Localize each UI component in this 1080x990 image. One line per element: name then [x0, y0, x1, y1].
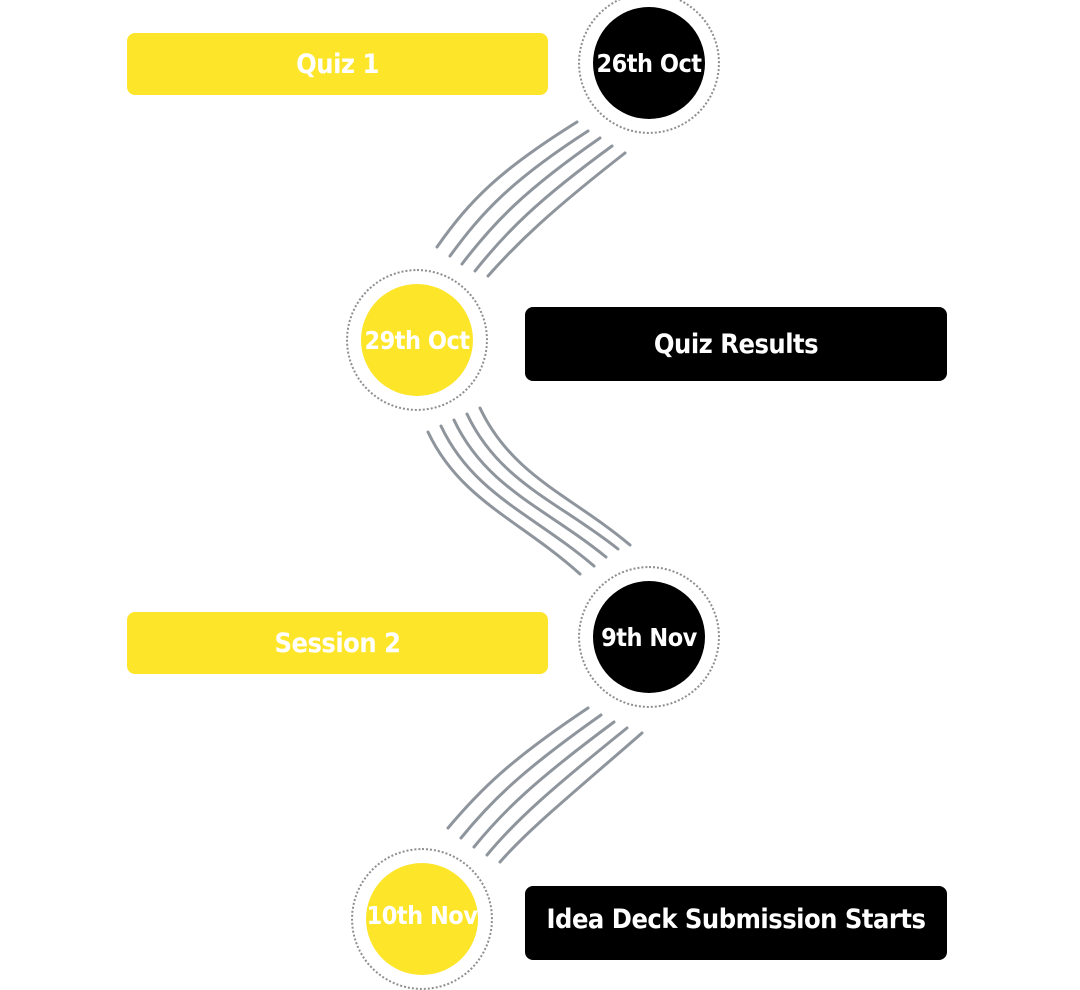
- timeline-connectors: [426, 120, 644, 864]
- date-disc: 10th Nov: [366, 863, 478, 975]
- date-node-4: 10th Nov: [351, 848, 493, 990]
- event-title: Session 2: [274, 627, 401, 659]
- date-node-1: 26th Oct: [578, 0, 720, 134]
- date-disc: 26th Oct: [593, 7, 705, 119]
- event-title: Quiz 1: [296, 48, 379, 80]
- event-date: 29th Oct: [364, 325, 470, 355]
- event-bar-idea-deck-submission: Idea Deck Submission Starts: [525, 886, 947, 960]
- event-bar-quiz-1: Quiz 1: [127, 33, 548, 95]
- date-node-2: 29th Oct: [346, 269, 488, 411]
- date-disc: 29th Oct: [361, 284, 473, 396]
- timeline: Quiz 1 26th Oct 29th Oct Quiz Results Se…: [127, 0, 947, 990]
- event-date: 26th Oct: [596, 48, 702, 78]
- event-bar-quiz-results: Quiz Results: [525, 307, 947, 381]
- event-bar-session-2: Session 2: [127, 612, 548, 674]
- event-title: Quiz Results: [653, 328, 819, 360]
- event-date: 10th Nov: [366, 901, 478, 930]
- event-date: 9th Nov: [601, 622, 697, 652]
- event-title: Idea Deck Submission Starts: [546, 904, 926, 935]
- date-disc: 9th Nov: [593, 581, 705, 693]
- date-node-3: 9th Nov: [578, 566, 720, 708]
- connector-1: [435, 120, 627, 278]
- connector-3: [446, 706, 644, 864]
- connector-2: [426, 406, 632, 576]
